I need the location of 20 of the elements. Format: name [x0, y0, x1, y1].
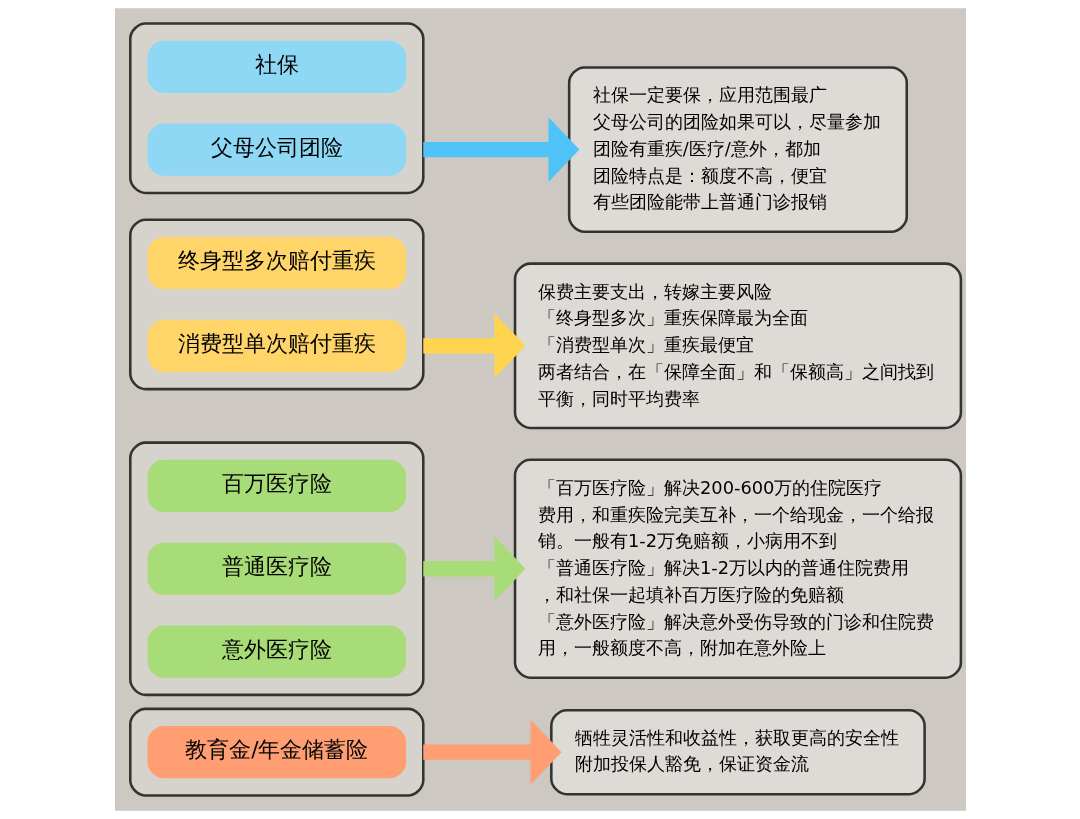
arrow: [422, 719, 561, 785]
node-box: 社保: [147, 40, 406, 93]
arrow: [422, 117, 579, 183]
cluster: [128, 218, 425, 391]
node-box: 「百万医疗险」解决200-600万的住院医疗费用，和重疾险完美互补，一个给现金，一个给报销。一般有1-2万免赔额，小病用不到 「普通医疗险」解决1-2万以内的普通住院费用，和社保一起填补百万医疗险的免赔额 「意外医疗险」解决意外受伤导致的门诊和住院费用，一般额度不高，附加在意外险上: [513, 458, 962, 679]
node-box: 终身型多次赔付重疾: [147, 236, 406, 290]
node-box: 消费型单次赔付重疾: [147, 319, 406, 372]
node-box: 牺牲灵活性和收益性，获取更高的安全性 附加投保人豁免，保证资金流: [549, 708, 926, 796]
node-box: 意外医疗险: [147, 625, 406, 678]
cluster: [128, 707, 425, 797]
node-box: 百万医疗险: [147, 459, 406, 513]
node-box: 教育金/年金储蓄险: [147, 726, 406, 779]
arrow: [422, 536, 525, 602]
node-box: 保费主要支出，转嫁主要风险 「终身型多次」重疾保障最为全面 「消费型单次」重疾最便宜 两者结合，在「保障全面」和「保额高」之间找到平衡，同时平均费率: [513, 262, 962, 430]
node-box: 父母公司团险: [147, 123, 406, 176]
cluster: [128, 441, 425, 697]
arrow: [422, 313, 525, 379]
node-box: 社保一定要保，应用范围最广 父母公司的团险如果可以，尽量参加 团险有重疾/医疗/意外，都加 团险特点是：额度不高，便宜 有些团险能带上普通门诊报销: [567, 66, 908, 234]
node-box: 普通医疗险: [147, 542, 406, 595]
cluster: [128, 22, 425, 195]
